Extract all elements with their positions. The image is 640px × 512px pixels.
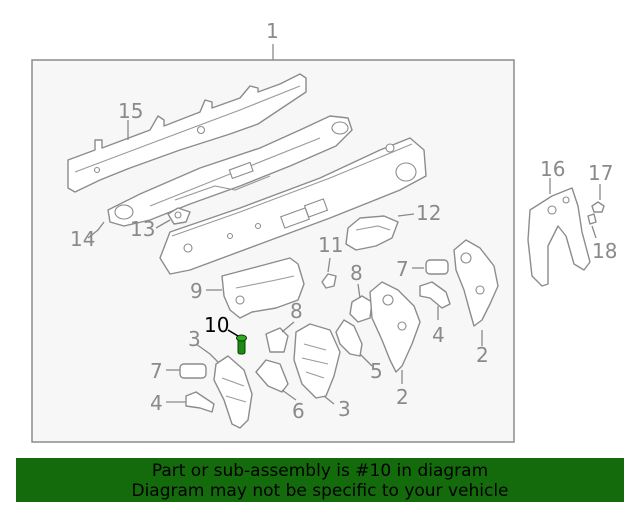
part-16-bracket (527, 187, 591, 287)
callout-10: 10 (204, 313, 229, 337)
callout-8-lower: 8 (290, 299, 303, 323)
info-banner: Part or sub-assembly is #10 in diagram D… (16, 458, 624, 502)
callout-17: 17 (588, 161, 613, 185)
part-15-rail (67, 73, 307, 193)
banner-line-1: Part or sub-assembly is #10 in diagram (151, 461, 489, 481)
part-14-rail (107, 115, 353, 227)
callout-5: 5 (370, 359, 383, 383)
callout-18: 18 (592, 239, 617, 263)
part-8-pad-lower (265, 327, 289, 353)
banner-line-2: Diagram may not be specific to your vehi… (131, 481, 509, 501)
leader-10 (227, 329, 239, 337)
part-1-crossmember (159, 137, 427, 275)
part-5-insulator (335, 319, 363, 357)
callout-3-right: 3 (338, 397, 351, 421)
part-12-bracket (345, 215, 399, 251)
part-8-pad-upper (349, 295, 373, 323)
callout-14: 14 (70, 227, 95, 251)
callout-7-lower: 7 (150, 359, 163, 383)
leader-lines (87, 120, 601, 405)
callout-11: 11 (318, 233, 343, 257)
part-3-mount-right (293, 323, 341, 399)
part-4-clip-lower (185, 391, 215, 413)
part-2-mount-right (453, 239, 499, 327)
callout-3-left: 3 (188, 327, 201, 351)
part-11-clip (321, 273, 337, 289)
callout-4-lower: 4 (150, 391, 163, 415)
part-7-block-lower (179, 363, 207, 379)
callout-6: 6 (292, 399, 305, 423)
callout-4-upper: 4 (432, 323, 445, 347)
part-6-bracket (255, 359, 289, 393)
callout-12: 12 (416, 201, 441, 225)
part-17-nut (591, 201, 605, 213)
part-4-clip-upper (419, 281, 451, 309)
callout-15: 15 (118, 99, 143, 123)
callout-1: 1 (266, 19, 279, 43)
part-3-mount-left (213, 355, 253, 429)
part-10-bolt (236, 334, 247, 355)
parts-diagram: 1 15 14 13 12 11 9 10 8 8 7 7 3 3 4 4 5 … (31, 19, 617, 443)
callout-8-upper: 8 (350, 261, 363, 285)
part-13-bracket (167, 207, 191, 225)
callout-16: 16 (540, 157, 565, 181)
callout-2-right: 2 (476, 343, 489, 367)
part-2-mount-center (369, 281, 421, 373)
part-9-bracket (221, 257, 305, 319)
part-18-bolt (587, 213, 597, 225)
part-7-block-upper (425, 259, 449, 275)
callout-9: 9 (190, 279, 203, 303)
callout-2-center: 2 (396, 385, 409, 409)
callout-13: 13 (130, 217, 155, 241)
callout-7-upper: 7 (396, 257, 409, 281)
